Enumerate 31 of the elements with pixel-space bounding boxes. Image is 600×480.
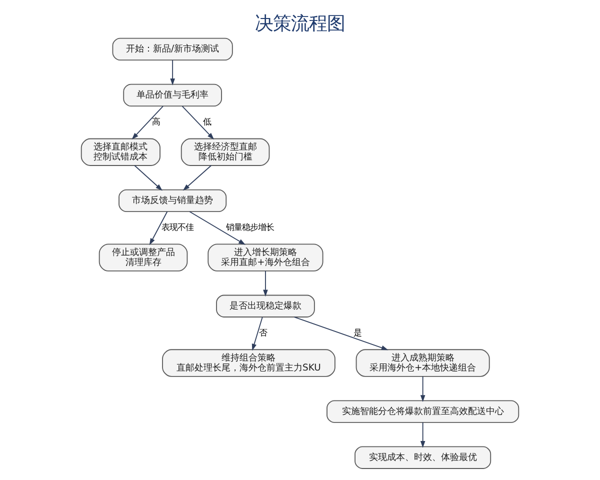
edge-label: 是 — [354, 327, 362, 338]
arrow — [263, 270, 268, 297]
edge-label: 否 — [258, 327, 267, 338]
arrow — [189, 211, 246, 245]
node-box: 单品价值与毛利率 — [123, 84, 222, 107]
arrow — [420, 376, 426, 402]
node-box: 进入增长期策略 采用直邮+海外仓组合 — [208, 244, 324, 272]
node-box: 开始：新品/新市场测试 — [112, 38, 233, 61]
arrow — [420, 422, 426, 448]
edge-label: 低 — [202, 116, 211, 126]
edge-label: 销量稳步增长 — [226, 222, 274, 232]
arrow — [134, 165, 162, 191]
arrow — [182, 165, 212, 191]
node-box: 停止或调整产品 清理库存 — [98, 244, 188, 272]
diagram-title: 决策流程图 — [255, 14, 345, 35]
node-box: 进入成熟期策略 采用海外仓+本地快递组合 — [356, 349, 490, 377]
arrow — [182, 106, 214, 140]
node-box: 实现成本、时效、体验最优 — [354, 446, 492, 469]
arrow — [170, 60, 175, 86]
node-box: 实施智能分仓将爆款前置至高效配送中心 — [326, 400, 520, 423]
arrow — [132, 106, 164, 140]
node-box: 维持组合策略 直邮处理长尾，海外仓前置主力SKU — [162, 349, 336, 377]
arrow — [149, 211, 168, 246]
arrow — [252, 316, 263, 351]
node-box: 市场反馈与销量趋势 — [118, 189, 227, 212]
edge-label: 高 — [152, 116, 160, 126]
arrow — [294, 316, 388, 350]
node-box: 是否出现稳定爆款 — [216, 294, 315, 318]
edge-label: 表现不佳 — [162, 222, 194, 232]
node-box: 选择直邮模式 控制试错成本 — [80, 138, 160, 166]
node-box: 选择经济型直邮 降低初始门槛 — [180, 138, 270, 166]
